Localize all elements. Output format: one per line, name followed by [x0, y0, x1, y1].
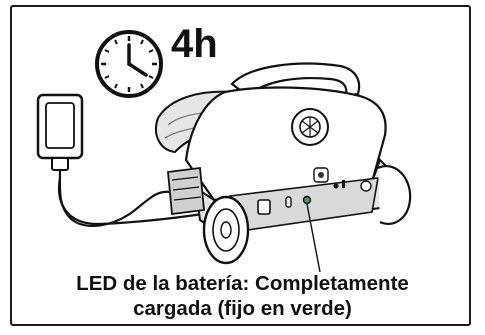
pool-cleaner-robot-icon: [155, 62, 412, 273]
led-status-caption: LED de la batería: Completamente cargada…: [0, 271, 485, 321]
charge-duration-label: 4h: [171, 22, 218, 66]
battery-led: [302, 195, 312, 205]
caption-line-2: cargada (fijo en verde): [133, 297, 352, 320]
illustration-frame: [10, 5, 471, 326]
caption-line-1: LED de la batería: Completamente: [76, 272, 409, 295]
clock-icon: [95, 30, 163, 98]
wall-charger-icon: [36, 93, 256, 227]
